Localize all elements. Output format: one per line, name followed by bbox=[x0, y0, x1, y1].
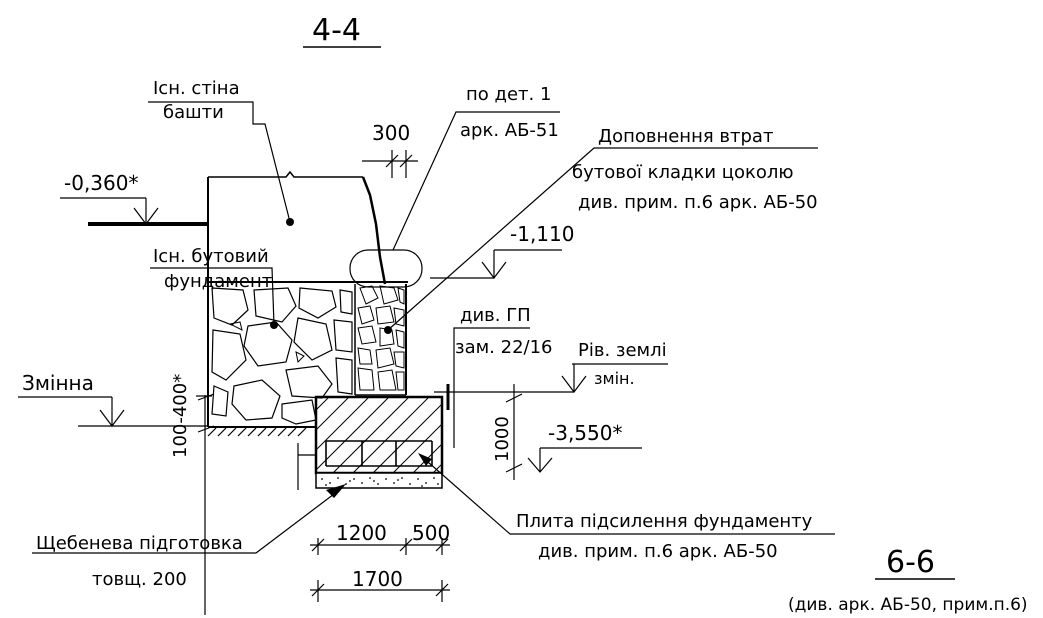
dim-1000-line bbox=[505, 384, 523, 480]
reinforcing-slab bbox=[297, 384, 450, 490]
dim-1200: 1200 bbox=[336, 521, 387, 545]
wall-label-line2: башти bbox=[163, 102, 224, 123]
level-top-mark bbox=[60, 197, 208, 226]
gravel-leader bbox=[32, 487, 343, 554]
foundation-label-line1: Існ. бутовий bbox=[153, 246, 269, 267]
masonry-label-line3: див. прим. п.6 арк. АБ-50 bbox=[578, 192, 818, 213]
masonry-restoration bbox=[355, 284, 407, 396]
masonry-label-line1: Доповнення втрат bbox=[598, 126, 773, 147]
dim-1700-line bbox=[310, 580, 450, 602]
dim-500: 500 bbox=[412, 521, 450, 545]
slab-label-line1: Плита підсилення фундаменту bbox=[516, 511, 813, 532]
section-title-bottom: 6-6 bbox=[886, 545, 935, 580]
masonry-label-line2: бутової кладки цоколю bbox=[572, 162, 794, 183]
detail-ref-line1: по дет. 1 bbox=[466, 84, 551, 105]
slab-label-line2: див. прим. п.6 арк. АБ-50 bbox=[538, 541, 778, 562]
gp-ref-line2: зам. 22/16 bbox=[455, 337, 553, 358]
dim-1000: 1000 bbox=[492, 416, 513, 462]
dim-100-400: 100-400* bbox=[170, 374, 191, 458]
level-middle: -1,110 bbox=[510, 222, 574, 246]
existing-wall bbox=[207, 170, 408, 285]
wall-leader bbox=[148, 101, 291, 223]
level-middle-mark bbox=[430, 249, 562, 279]
level-top: -0,360* bbox=[64, 171, 138, 195]
foundation-leader bbox=[150, 267, 275, 326]
level-bottom-mark bbox=[527, 447, 642, 473]
existing-foundation bbox=[207, 284, 356, 428]
gp-ref-leader bbox=[453, 327, 530, 448]
dim-300: 300 bbox=[372, 121, 410, 145]
detail-ref-leader bbox=[392, 111, 560, 251]
wall-label-line1: Існ. стіна bbox=[153, 78, 240, 99]
detail-ref-marker bbox=[349, 249, 423, 288]
dim-100-400-line bbox=[196, 393, 215, 615]
section-bottom-reference: (див. арк. АБ-50, прим.п.6) bbox=[788, 595, 1028, 615]
level-bottom: -3,550* bbox=[548, 421, 622, 445]
slab-leader bbox=[419, 454, 835, 535]
ground-level-mark bbox=[434, 363, 668, 393]
slab-leader-arrow bbox=[418, 453, 432, 466]
dim-300-line bbox=[362, 150, 418, 178]
detail-ref-line2: арк. АБ-51 bbox=[460, 120, 559, 141]
ground-level-line1: Рів. землі bbox=[578, 340, 667, 361]
gravel-label-line1: Щебенева підготовка bbox=[36, 533, 243, 554]
foundation-label-line2: фундамент bbox=[164, 271, 272, 292]
dim-1700: 1700 bbox=[352, 567, 403, 591]
gp-ref-line1: див. ГП bbox=[460, 305, 531, 326]
section-title-top: 4-4 bbox=[312, 13, 361, 48]
ground-level-line2: змін. bbox=[594, 369, 635, 388]
dim-1200-500-line bbox=[310, 538, 450, 555]
ground-hatching bbox=[207, 427, 307, 437]
masonry-leader bbox=[387, 147, 818, 331]
variable-mark bbox=[18, 396, 208, 427]
gravel-label-line2: товщ. 200 bbox=[92, 569, 187, 590]
variable-label: Змінна bbox=[22, 371, 94, 395]
gravel-leader-arrow bbox=[326, 484, 346, 498]
